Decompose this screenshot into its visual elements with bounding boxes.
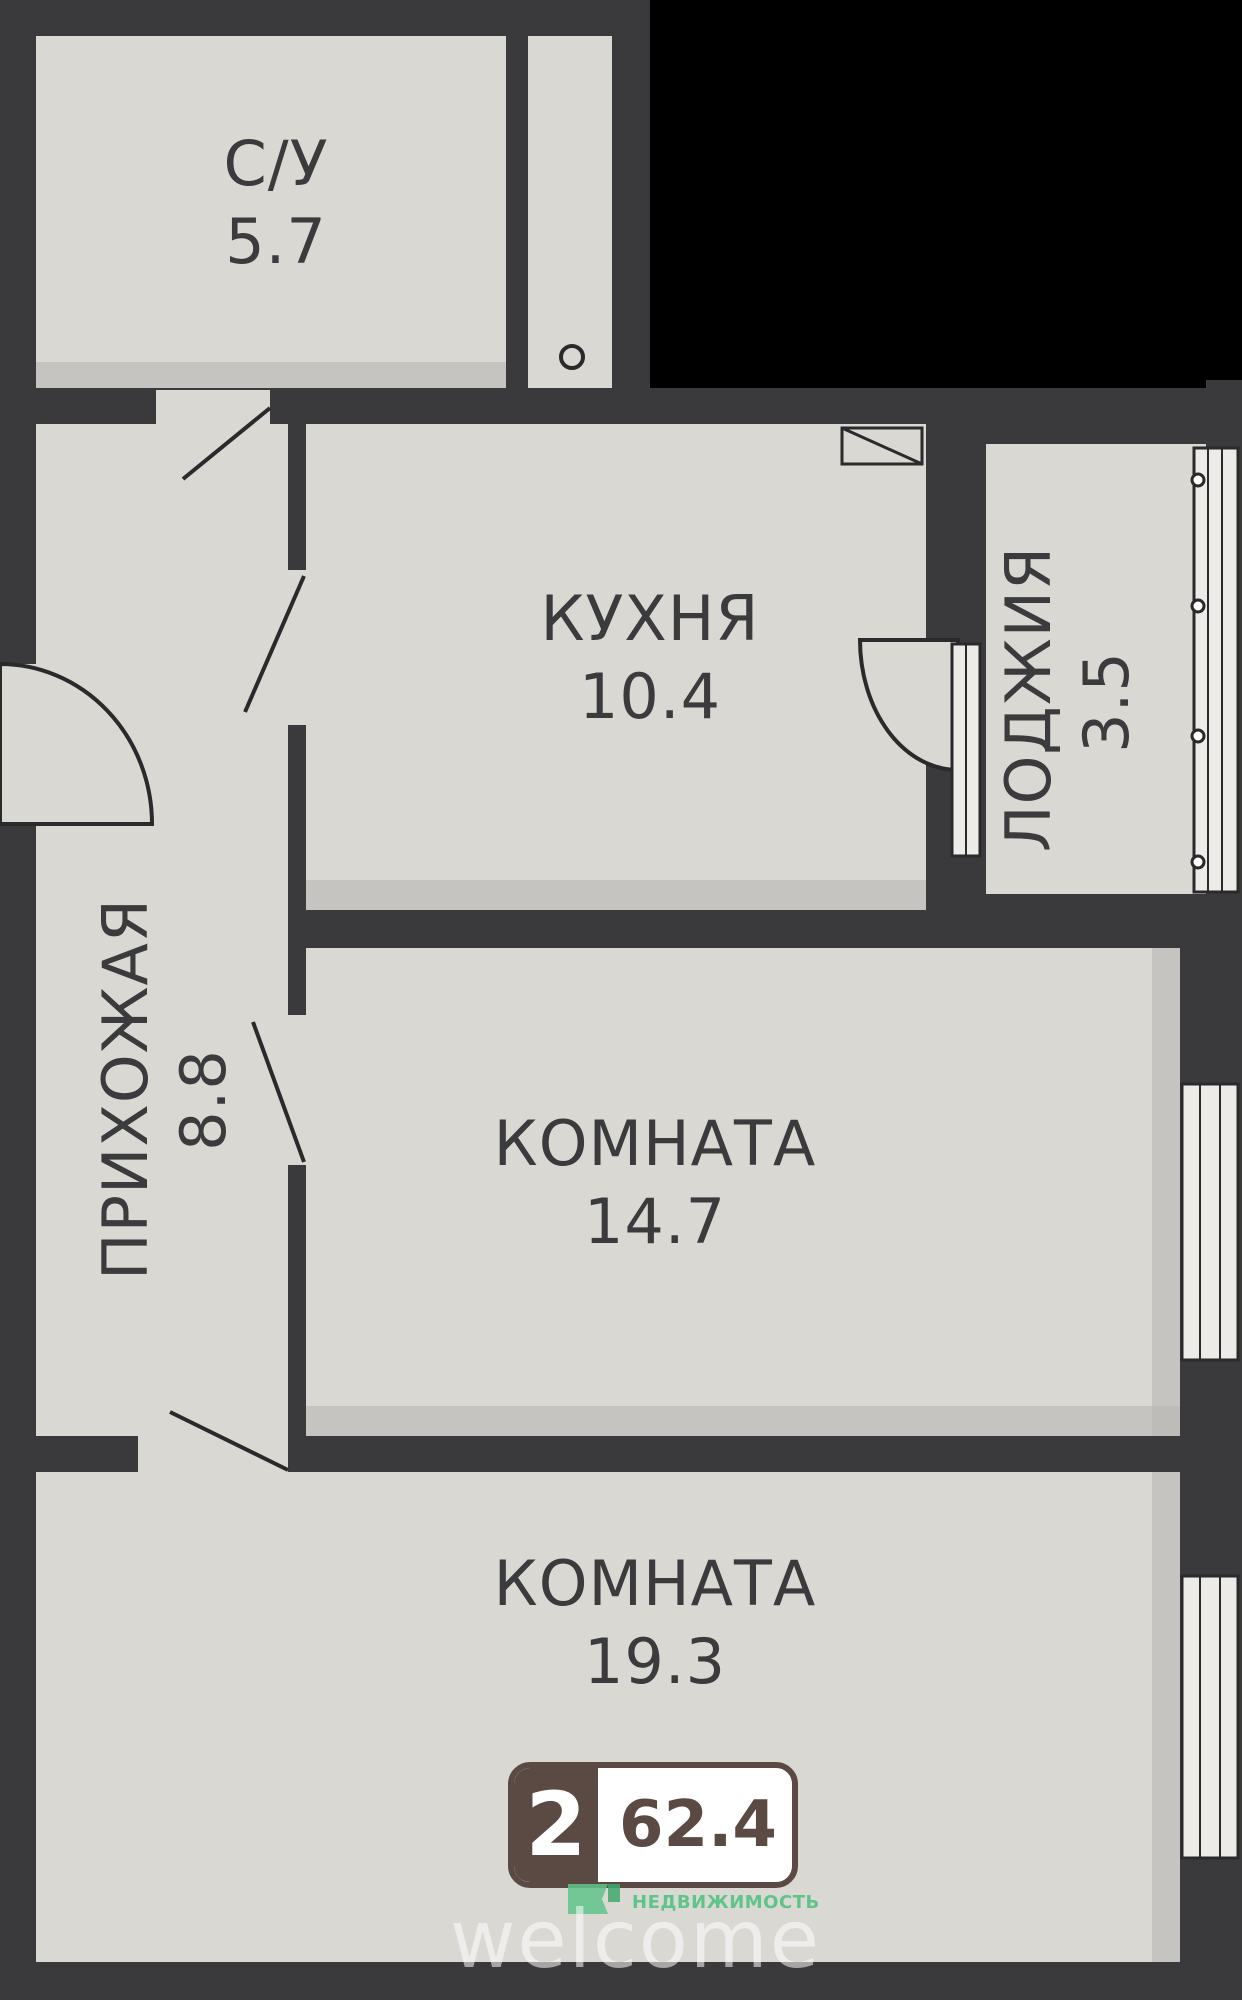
- hallway-name: ПРИХОЖАЯ: [89, 898, 162, 1280]
- hallway-label: ПРИХОЖАЯ 8.8: [87, 898, 247, 1280]
- bathroom-label: С/У 5.7: [171, 125, 381, 280]
- total-area: 62.4: [619, 1788, 777, 1862]
- hallway-floor: [36, 424, 288, 1470]
- brand-wordmark: welcome: [450, 1893, 821, 1986]
- loggia-label: ЛОДЖИЯ 3.5: [990, 545, 1150, 852]
- loggia-area: 3.5: [1069, 651, 1143, 753]
- room-count: 2: [514, 1768, 598, 1882]
- brand-flag-icon: [568, 1884, 620, 1914]
- kitchen-name: КУХНЯ: [540, 582, 760, 655]
- room2-label: КОМНАТА 19.3: [470, 1545, 840, 1700]
- brand-subtitle: НЕДВИЖИМОСТЬ: [632, 1892, 820, 1913]
- room2-area: 19.3: [583, 1624, 727, 1698]
- bathroom-name: С/У: [223, 127, 329, 200]
- room1-label: КОМНАТА 14.7: [470, 1105, 840, 1260]
- loggia-floor: [986, 444, 1206, 894]
- bathroom-area: 5.7: [225, 204, 327, 278]
- bath-strip-floor: [528, 36, 612, 388]
- bathroom-floor: [36, 36, 506, 388]
- room2-name: КОМНАТА: [493, 1547, 817, 1620]
- room1-name: КОМНАТА: [493, 1107, 817, 1180]
- kitchen-label: КУХНЯ 10.4: [500, 580, 800, 735]
- kitchen-floor: [306, 424, 926, 910]
- kitchen-area: 10.4: [578, 659, 722, 733]
- room1-floor: [306, 948, 1180, 1436]
- apartment-badge: 2 62.4: [508, 1762, 798, 1888]
- room1-area: 14.7: [583, 1184, 727, 1258]
- hallway-area: 8.8: [166, 1049, 240, 1151]
- loggia-name: ЛОДЖИЯ: [992, 545, 1065, 852]
